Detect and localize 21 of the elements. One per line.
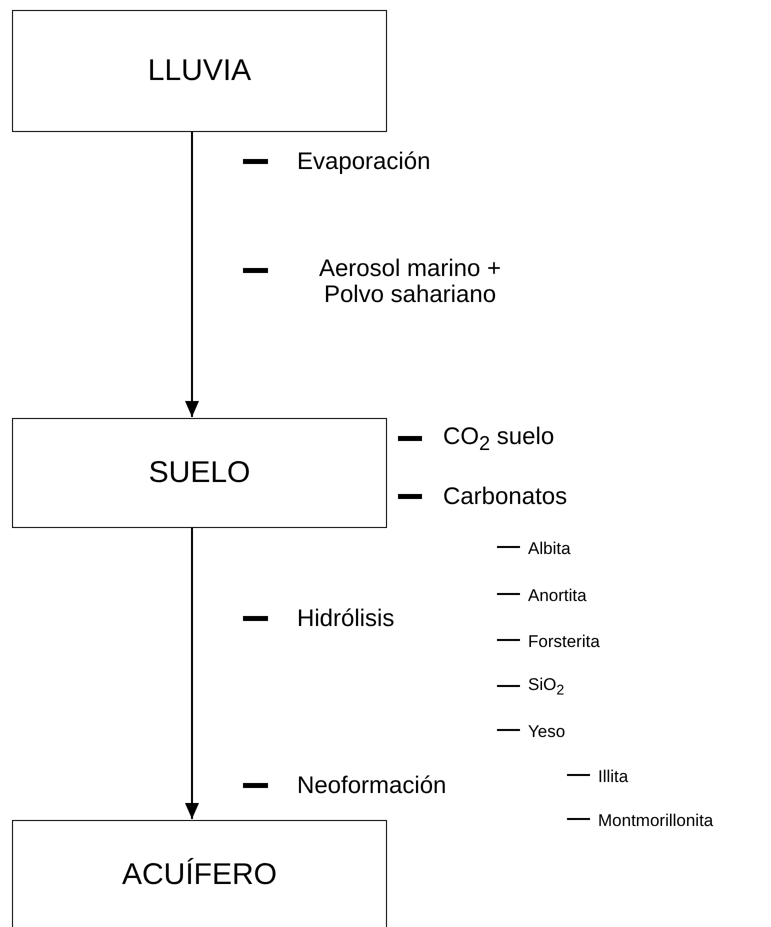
process-label: SiO$_{2}$	[528, 676, 564, 698]
process-label: Forsterita	[528, 632, 600, 650]
arrow	[185, 132, 199, 417]
box-title: ACUÍFERO	[122, 858, 277, 892]
box-title: SUELO	[148, 456, 250, 490]
process-label: Aerosol marino + Polvo sahariano	[318, 256, 502, 308]
process-label: CO$_{2}$ suelo	[443, 424, 554, 454]
process-label: Neoformación	[297, 774, 446, 798]
process-box	[12, 820, 387, 927]
process-label: Albita	[528, 540, 571, 556]
process-label: Hidrólisis	[297, 607, 394, 631]
process-label: Illita	[598, 768, 628, 784]
process-label: Yeso	[528, 722, 566, 740]
process-label: Carbonatos	[443, 485, 568, 509]
process-box	[12, 418, 387, 528]
process-label: Anortita	[528, 586, 587, 604]
arrow	[185, 528, 199, 819]
process-label: Montmorillonita	[598, 812, 714, 828]
process-label: Evaporación	[297, 150, 430, 174]
process-box	[12, 10, 387, 132]
box-title: LLUVIA	[148, 54, 252, 88]
